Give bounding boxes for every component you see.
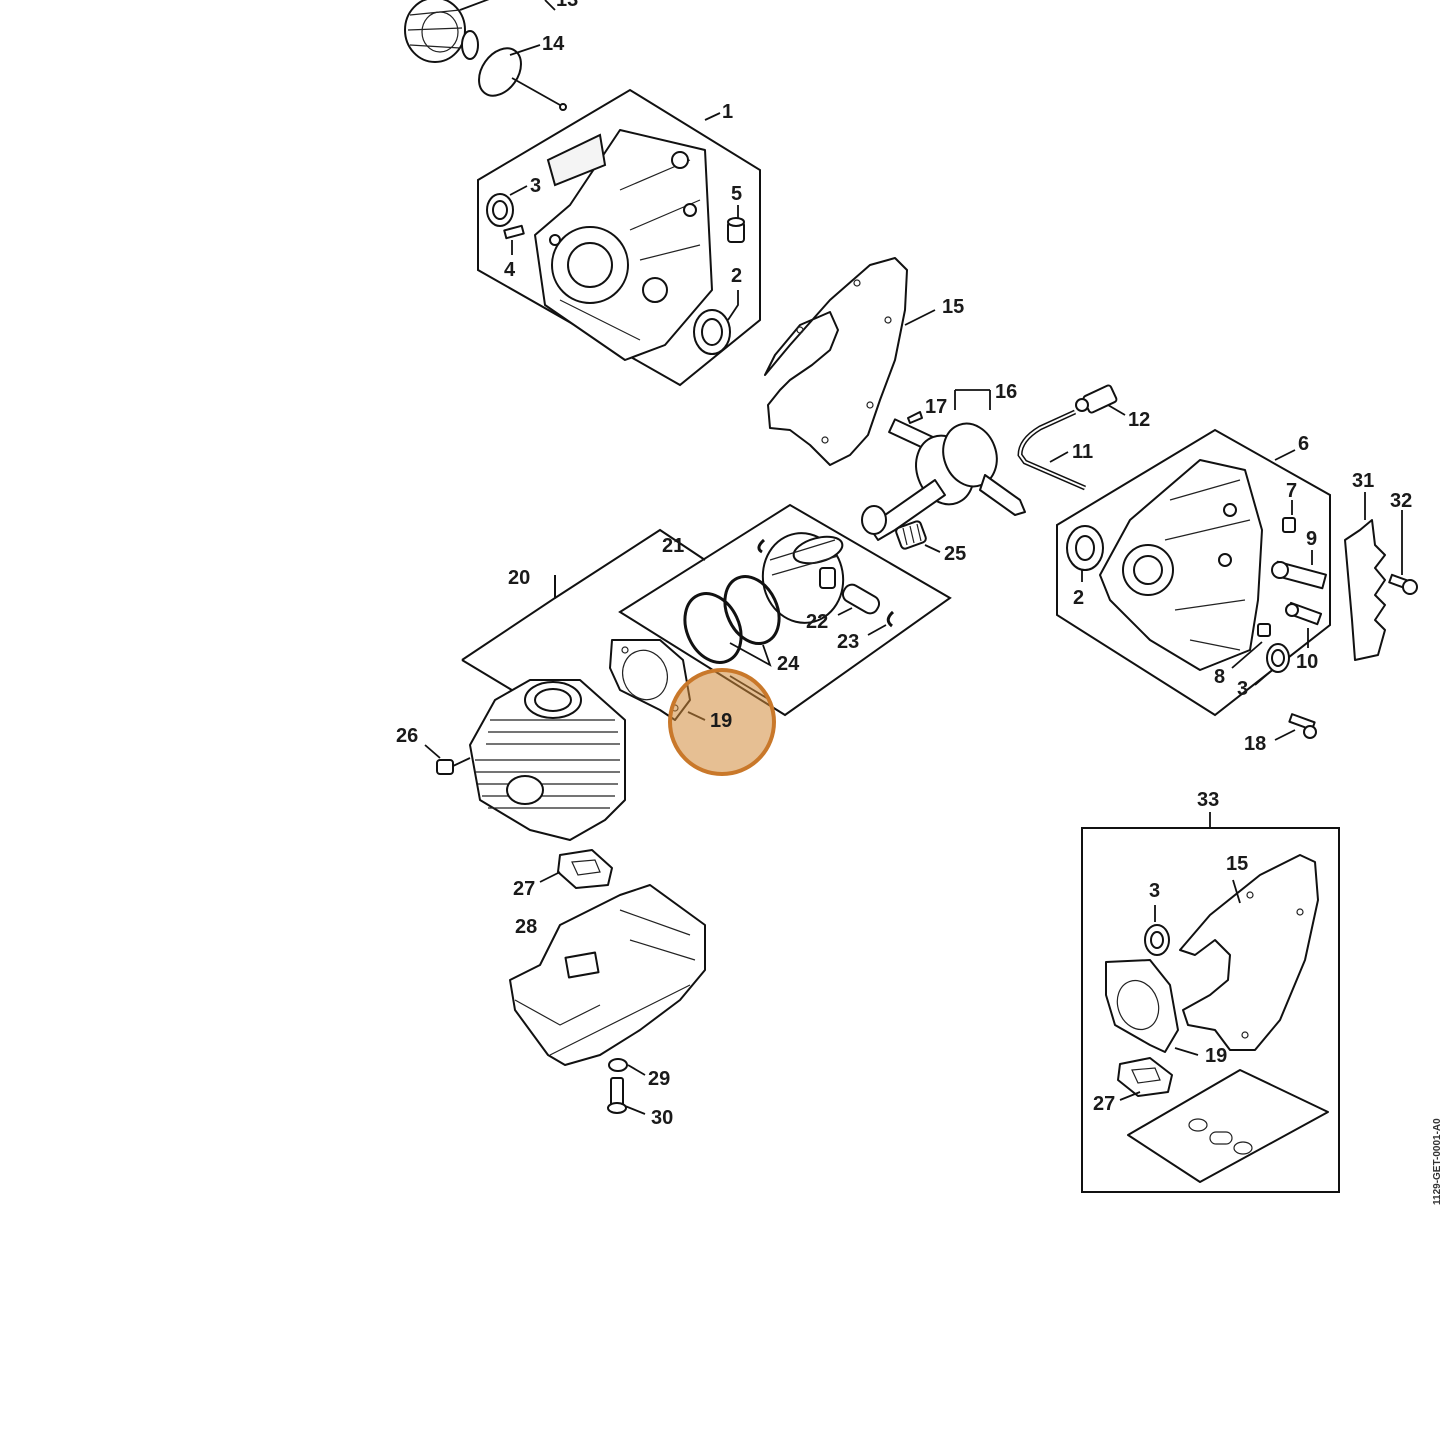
part-9-bolt	[1271, 550, 1327, 590]
callout-15-kit[interactable]: 15	[1226, 853, 1248, 875]
callout-29[interactable]: 29	[648, 1068, 670, 1090]
part-12-screw	[1075, 384, 1126, 416]
part-1-crankcase	[534, 129, 713, 361]
part-2-bearing-right	[1066, 525, 1104, 582]
callout-31[interactable]: 31	[1352, 470, 1374, 492]
callout-23[interactable]: 23	[837, 631, 859, 653]
gasket-set-box-33	[1081, 812, 1340, 1193]
callout-15[interactable]: 15	[942, 296, 964, 318]
part-6-crankcase	[1099, 459, 1263, 671]
part-piston	[761, 532, 845, 624]
callout-26[interactable]: 26	[396, 725, 418, 747]
callout-25[interactable]: 25	[944, 543, 966, 565]
kit-part-27-gasket	[1117, 1057, 1173, 1101]
callout-22[interactable]: 22	[806, 611, 828, 633]
kit-part-15-gasket	[1179, 854, 1319, 1051]
part-8-plug	[1231, 623, 1271, 669]
callout-24[interactable]: 24	[777, 653, 800, 675]
part-31-bumper-spike	[1344, 492, 1386, 661]
callout-13[interactable]: 13	[556, 0, 578, 11]
callout-17[interactable]: 17	[925, 396, 947, 418]
callout-27-kit[interactable]: 27	[1093, 1093, 1115, 1115]
callout-3[interactable]: 3	[530, 175, 541, 197]
callout-5[interactable]: 5	[731, 183, 742, 205]
part-29-washer	[608, 1058, 646, 1076]
part-16-crankshaft	[861, 389, 1026, 541]
part-26-screw	[424, 744, 471, 775]
part-7-plug	[1282, 500, 1296, 533]
callout-32[interactable]: 32	[1390, 490, 1412, 512]
part-27-gasket	[539, 849, 613, 889]
callout-3-kit[interactable]: 3	[1149, 880, 1160, 902]
callout-2-right[interactable]: 2	[1073, 587, 1084, 609]
kit-part-3-seal	[1144, 905, 1170, 956]
kit-part-19-gasket	[1105, 959, 1199, 1056]
part-22-piston-pin	[837, 583, 881, 616]
part-11-impulse-tube	[1017, 409, 1086, 491]
callout-18[interactable]: 18	[1244, 733, 1266, 755]
part-17-key	[907, 411, 923, 424]
callout-16[interactable]: 16	[995, 381, 1017, 403]
part-23-circlip	[867, 610, 895, 636]
callout-12[interactable]: 12	[1128, 409, 1150, 431]
part-piston-rings	[683, 575, 781, 667]
callout-8[interactable]: 8	[1214, 666, 1225, 688]
part-5-sleeve	[727, 205, 745, 243]
callout-3-right[interactable]: 3	[1237, 678, 1248, 700]
part-25-needle-cage	[895, 520, 941, 553]
callout-19[interactable]: 19	[710, 710, 732, 732]
callout-4[interactable]: 4	[504, 259, 516, 281]
callout-20[interactable]: 20	[508, 567, 530, 589]
crankcase-half-group	[477, 88, 761, 387]
part-30-bolt	[607, 1077, 646, 1115]
callout-28[interactable]: 28	[515, 916, 537, 938]
callout-33[interactable]: 33	[1197, 789, 1219, 811]
highlight-marker	[668, 668, 776, 776]
part-20-cylinder	[469, 679, 626, 841]
part-4-screw	[503, 224, 525, 255]
part-13-assembly	[404, 0, 556, 63]
part-14-o-ring	[478, 44, 567, 111]
callout-7[interactable]: 7	[1286, 480, 1297, 502]
callout-9[interactable]: 9	[1306, 528, 1317, 550]
part-10-bolt	[1285, 601, 1323, 648]
part-3-seal-right	[1254, 643, 1290, 686]
callout-27[interactable]: 27	[513, 878, 535, 900]
callout-14[interactable]: 14	[542, 33, 565, 55]
part-3-seal-top	[486, 185, 528, 227]
part-circlip-upper	[757, 538, 766, 554]
callout-19-kit[interactable]: 19	[1205, 1045, 1227, 1067]
document-id: 1129-GET-0001-A0	[1432, 1118, 1443, 1205]
part-28-muffler	[509, 884, 706, 1066]
crankcase-half-2-group	[1056, 428, 1331, 717]
callout-10[interactable]: 10	[1296, 651, 1318, 673]
callout-6[interactable]: 6	[1298, 433, 1309, 455]
part-2-bearing-top	[693, 290, 739, 355]
kit-gasket-sheet	[1127, 1069, 1329, 1183]
part-15-gasket	[764, 257, 936, 466]
part-18-screw	[1274, 713, 1317, 741]
callout-21[interactable]: 21	[662, 535, 684, 557]
callout-2[interactable]: 2	[731, 265, 742, 287]
part-32-screw	[1388, 510, 1418, 595]
callout-1[interactable]: 1	[722, 101, 733, 123]
callout-11[interactable]: 11	[1072, 441, 1093, 463]
callout-30[interactable]: 30	[651, 1107, 673, 1129]
